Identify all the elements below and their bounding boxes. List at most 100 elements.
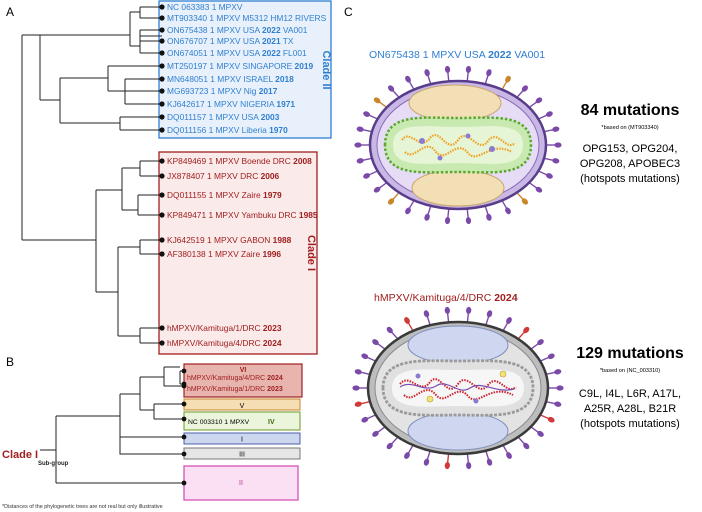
group-vi-label: VI	[240, 367, 247, 374]
virion-top-spikes	[354, 65, 562, 225]
clade-i-tip-dot	[159, 192, 165, 198]
surface-protein	[423, 458, 430, 466]
surface-protein	[523, 326, 530, 334]
surface-protein	[466, 461, 472, 470]
surface-protein	[405, 207, 411, 215]
surface-protein	[466, 306, 472, 315]
surface-protein	[506, 452, 512, 459]
surface-protein	[505, 75, 511, 83]
surface-protein	[372, 339, 379, 346]
surface-protein	[444, 461, 450, 470]
clade-i-leaf-label: KJ642519 1 MPXV GABON 1988	[167, 235, 292, 245]
surface-protein	[386, 326, 393, 334]
group-vi-leaf-2: hMPXV/Kamituga/1/DRC 2023	[187, 386, 283, 393]
clade-i-tip-dot	[159, 212, 165, 218]
clade-i-leaf-label: AF380138 1 MPXV Zaire 1996	[167, 249, 281, 259]
surface-protein	[554, 369, 562, 375]
virion-top-enzyme-3	[465, 133, 471, 139]
virion-top-enzyme-1	[419, 138, 425, 144]
clade-i-tip-dot	[159, 251, 165, 257]
surface-protein	[537, 339, 544, 346]
bottom-hotspot-line-3: (hotspots mutations)	[580, 418, 680, 430]
clade-ii-leaf-label: NC 063383 1 MPXV	[167, 2, 243, 12]
surface-protein	[444, 306, 450, 315]
clade-ii-leaf-label: MN648051 1 MPXV ISRAEL 2018	[167, 74, 294, 84]
surface-protein	[486, 310, 493, 318]
clade-i-box	[158, 151, 318, 355]
clade-i-leaf-label: KP849469 1 MPXV Boende DRC 2008	[167, 156, 312, 166]
virion-bottom-lateral-body-2	[407, 411, 509, 451]
surface-protein	[547, 416, 555, 423]
clade-ii-tip-dot	[159, 50, 165, 56]
surface-protein	[552, 126, 560, 132]
top-hotspot-line-1: OPG153, OPG204,	[583, 143, 678, 155]
group-iii-label: III	[239, 452, 245, 459]
surface-protein	[354, 401, 362, 407]
group-iv-leaf: NC 003310 1 MPXV	[188, 419, 250, 426]
surface-protein	[361, 353, 369, 360]
clade-i-leaf-label: hMPXV/Kamituga/1/DRC 2023	[167, 323, 282, 333]
bottom-hotspot-line-1: C9L, I4L, L6R, A17L,	[579, 388, 681, 400]
subgroup-tip-dot	[181, 368, 187, 374]
clade-i-tip-dot	[159, 237, 165, 243]
virion-top-enzyme-4	[437, 155, 443, 161]
virion-bottom-enzyme-4	[415, 373, 421, 379]
clade-ii-tip-dot	[159, 27, 165, 33]
surface-protein	[404, 452, 410, 459]
clade-ii-leaf-label: MG693723 1 MPXV Nig 2017	[167, 86, 278, 96]
clade-i-leaf-label: DQ011155 1 MPXV Zaire 1979	[167, 190, 282, 200]
clade-i-tip-dot	[159, 173, 165, 179]
surface-protein	[404, 317, 410, 324]
group-iv-label: IV	[268, 419, 275, 426]
group-ii-label: II	[239, 480, 243, 487]
subgroup-iii-branch	[119, 437, 184, 455]
subgroup-tip-dot	[181, 383, 187, 389]
clade-ii-leaf-label: DQ011156 1 MPXV Liberia 1970	[167, 125, 288, 135]
clade-ii-leaf-label: ON676707 1 MPXV USA 2021 TX	[167, 36, 294, 46]
clade-ii-tip-dot	[159, 114, 165, 120]
group-vi-leaf-1: hMPXV/Kamituga/4/DRC 2024	[187, 375, 283, 382]
clade-ii-tip-dot	[159, 63, 165, 69]
clade-ii-leaf-label: MT250197 1 MPXV SINGAPORE 2019	[167, 61, 314, 71]
surface-protein	[387, 198, 395, 205]
clade-ii-tip-dot	[159, 101, 165, 107]
surface-protein	[556, 385, 564, 391]
clade-ii-label: Clade II	[320, 50, 332, 89]
bottom-based-on: *based on (NC_003310)	[600, 368, 660, 374]
surface-protein	[444, 65, 451, 74]
tree-b-leaves	[119, 368, 187, 486]
surface-protein	[373, 186, 381, 193]
surface-protein	[352, 385, 360, 391]
panel-c-label: C	[344, 5, 353, 19]
surface-protein	[361, 416, 369, 423]
surface-protein	[424, 213, 430, 221]
footnote: *Distances of the phylogenetic trees are…	[2, 504, 163, 510]
surface-protein	[356, 126, 364, 132]
surface-protein	[545, 173, 553, 179]
bottom-hotspot-line-2: A25R, A28L, B21R	[584, 403, 676, 415]
virion-bottom-lateral-body-1	[407, 325, 509, 365]
clade-ii-tip-dot	[159, 76, 165, 82]
virion-top-enzyme-2	[489, 146, 495, 152]
surface-protein	[545, 111, 553, 117]
surface-protein	[486, 213, 492, 221]
surface-protein	[444, 216, 451, 225]
surface-protein	[363, 111, 371, 117]
surface-protein	[363, 173, 371, 179]
surface-protein	[386, 442, 393, 450]
surface-protein	[354, 369, 362, 375]
subgroup-tip-dot	[181, 401, 187, 407]
clade-i-leaf-label: hMPXV/Kamituga/4/DRC 2024	[167, 338, 282, 348]
top-hotspot-line-3: (hotspots mutations)	[580, 173, 680, 185]
clade-i-tip-dot	[159, 340, 165, 346]
virion-bottom-dna-strand	[399, 383, 515, 391]
clade-ii-tip-dot	[159, 15, 165, 21]
surface-protein	[554, 401, 562, 407]
subgroup-tip-dot	[181, 434, 187, 440]
surface-protein	[354, 142, 362, 148]
virion-bottom-illustration	[352, 306, 564, 470]
panel-a-label: A	[6, 5, 14, 19]
surface-protein	[523, 442, 530, 450]
